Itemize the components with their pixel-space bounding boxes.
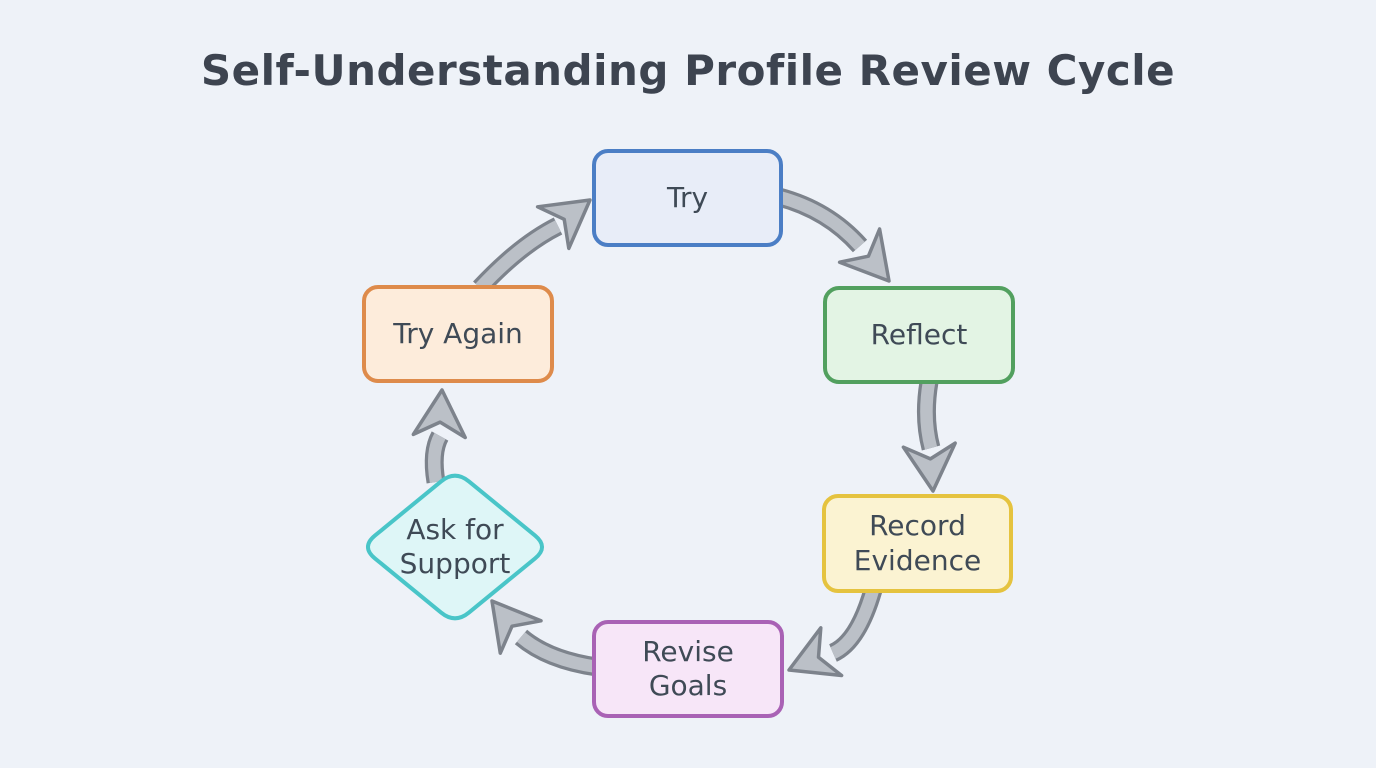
node-try-label: Try	[666, 180, 709, 214]
node-ask-for-support-label-wrap: Ask for Support	[350, 459, 560, 635]
node-record-evidence-label: Record Evidence	[853, 509, 982, 577]
arrowhead-try-again-to-try	[535, 198, 592, 251]
node-reflect: Reflect	[823, 286, 1015, 384]
node-reflect-label: Reflect	[870, 317, 968, 351]
node-record-evidence: Record Evidence	[822, 494, 1013, 593]
arrowhead-revise-goals-to-ask-for-support	[490, 599, 543, 655]
arrowhead-record-evidence-to-revise-goals	[787, 626, 844, 678]
node-ask-for-support-label: Ask for Support	[399, 512, 511, 580]
arrow-record-evidence-to-revise-goals	[787, 587, 883, 678]
node-revise-goals: Revise Goals	[592, 620, 784, 718]
arrow-revise-goals-to-ask-for-support	[490, 599, 599, 677]
diamond-shape	[365, 473, 545, 621]
arrowhead-reflect-to-record-evidence	[901, 441, 957, 493]
arrow-try-to-reflect	[776, 187, 891, 283]
arrowhead-ask-for-support-to-try-again	[411, 388, 467, 440]
arrow-ask-for-support-to-try-again	[411, 388, 467, 484]
arrow-try-again-to-try	[473, 198, 592, 295]
node-try-again-label: Try Again	[393, 316, 523, 350]
node-ask-for-support	[365, 473, 545, 621]
node-try: Try	[592, 149, 783, 247]
arrowhead-try-to-reflect	[837, 227, 891, 283]
node-revise-goals-label: Revise Goals	[642, 634, 734, 702]
arrow-reflect-to-record-evidence	[901, 380, 957, 493]
diagram-title: Self-Understanding Profile Review Cycle	[200, 46, 1176, 95]
node-try-again: Try Again	[362, 285, 554, 383]
